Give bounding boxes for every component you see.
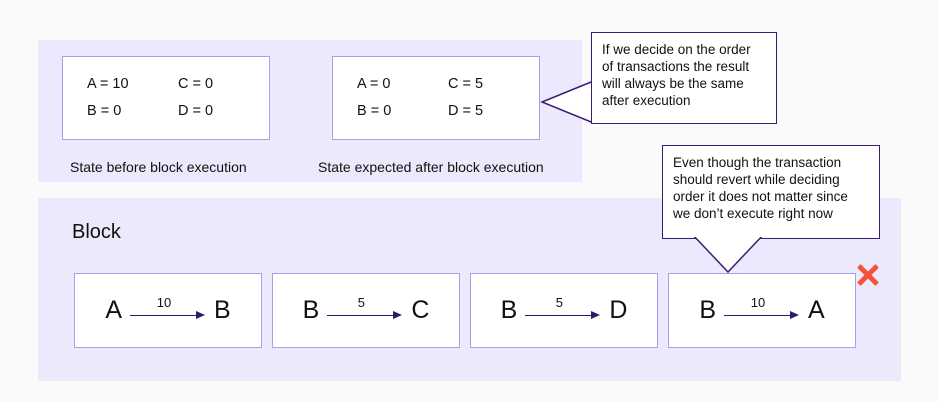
transaction-4-from: B (699, 296, 716, 324)
transaction-1-amount: 10 (156, 294, 172, 310)
transaction-1-from: A (105, 296, 122, 324)
order-result-callout-text: If we decide on the order of transaction… (602, 42, 751, 108)
transaction-3-from: B (500, 296, 518, 324)
state-before-cell-d: D = 0 (178, 103, 214, 120)
state-after-caption: State expected after block execution (318, 159, 544, 175)
transaction-box-2[interactable]: B 5 C (272, 273, 460, 348)
transaction-3-amount: 5 (555, 294, 563, 310)
revert-note-callout-tail (690, 232, 766, 274)
block-title: Block (72, 221, 121, 243)
transaction-3-to: D (609, 296, 628, 324)
state-before-caption: State before block execution (70, 159, 247, 175)
revert-x-icon (855, 262, 881, 288)
transaction-3-arrow-icon: 5 (525, 296, 601, 326)
transaction-4-arrow-icon: 10 (724, 296, 800, 326)
state-before-cell-a: A = 10 (87, 76, 129, 93)
transaction-4-to: A (808, 296, 825, 324)
order-result-callout: If we decide on the order of transaction… (591, 32, 777, 124)
transaction-1-to: B (214, 296, 231, 324)
state-after-box: A = 0 C = 5 B = 0 D = 5 (332, 56, 540, 140)
transaction-3-content: B 5 D (471, 274, 657, 347)
transaction-4-amount: 10 (750, 294, 766, 310)
state-before-box: A = 10 C = 0 B = 0 D = 0 (62, 56, 270, 140)
state-before-cell-c: C = 0 (178, 76, 214, 93)
transaction-2-arrow-icon: 5 (327, 296, 403, 326)
state-after-cell-d: D = 5 (448, 103, 484, 120)
revert-note-callout: Even though the transaction should rever… (662, 145, 880, 239)
transaction-2-amount: 5 (357, 294, 365, 310)
transaction-1-content: A 10 B (75, 274, 261, 347)
state-before-grid: A = 10 C = 0 B = 0 D = 0 (63, 57, 269, 139)
transaction-4-content: B 10 A (669, 274, 855, 347)
state-before-cell-b: B = 0 (87, 103, 122, 120)
transaction-box-4[interactable]: B 10 A (668, 273, 856, 348)
state-after-cell-b: B = 0 (357, 103, 392, 120)
state-after-grid: A = 0 C = 5 B = 0 D = 5 (333, 57, 539, 139)
transaction-1-arrow-icon: 10 (130, 296, 206, 326)
transaction-box-3[interactable]: B 5 D (470, 273, 658, 348)
order-result-callout-tail (540, 78, 598, 126)
transaction-2-to: C (411, 296, 430, 324)
transaction-2-from: B (302, 296, 320, 324)
transaction-2-content: B 5 C (273, 274, 459, 347)
state-after-cell-c: C = 5 (448, 76, 484, 93)
state-after-cell-a: A = 0 (357, 76, 391, 93)
transaction-box-1[interactable]: A 10 B (74, 273, 262, 348)
revert-note-callout-text: Even though the transaction should rever… (673, 155, 848, 221)
